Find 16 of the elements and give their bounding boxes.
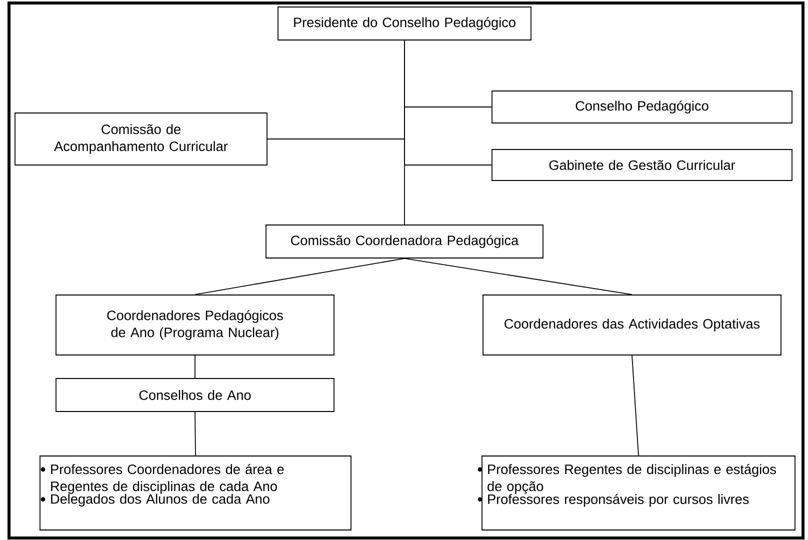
connector-line	[194, 258, 405, 295]
connector-line	[632, 355, 639, 456]
org-box: Coordenadores Pedagógicos de Ano (Programa Nuclear)	[56, 294, 334, 356]
org-box: Comissão Coordenadora Pedagógica	[266, 224, 544, 258]
org-box: Gabinete de Gestão Curricular	[492, 149, 792, 181]
org-box: Conselho Pedagógico	[492, 90, 792, 124]
connector-line	[404, 40, 492, 166]
bullet-list-box: Professores Coordenadores de área e Regentes de disciplinas de cada Ano Delegados dos Alunos de cada Ano	[40, 456, 352, 530]
org-box: Presidente do Conselho Pedagógico	[278, 6, 532, 40]
org-box: Coordenadores das Actividades Optativas	[482, 294, 782, 356]
org-box: Comissão de Acompanhamento Curricular	[14, 112, 268, 166]
bullet-list-box: Professores Regentes de disciplinas e estágios de opção Professores responsáveis por cursos livres	[478, 456, 796, 530]
connector-line	[194, 412, 196, 456]
connector-line	[194, 355, 196, 378]
org-box: Conselhos de Ano	[56, 378, 334, 412]
connector-line	[404, 258, 632, 295]
